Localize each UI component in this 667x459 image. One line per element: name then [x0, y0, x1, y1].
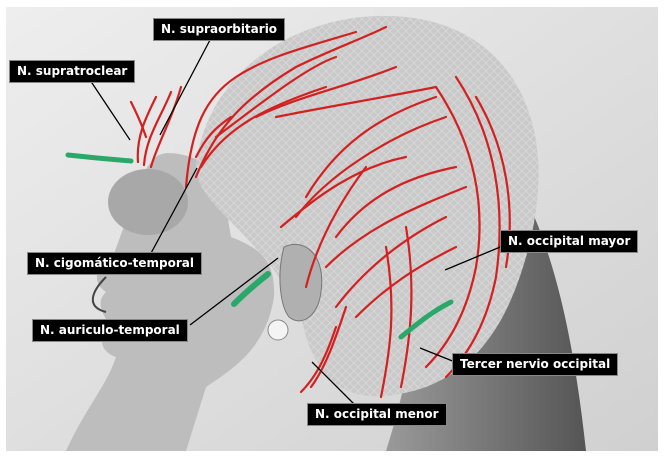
label-n-cigomatico-temporal: N. cigomático-temporal [27, 252, 202, 275]
eye-cover-disc [108, 169, 188, 235]
label-n-auriculo-temporal: N. auriculo-temporal [32, 319, 188, 342]
label-tercer-nervio-occipital: Tercer nervio occipital [452, 353, 618, 376]
earring [268, 320, 288, 340]
label-n-supraorbitario: N. supraorbitario [153, 18, 285, 41]
label-n-occipital-menor: N. occipital menor [307, 403, 447, 426]
label-n-supratroclear: N. supratroclear [9, 60, 135, 83]
label-n-occipital-mayor: N. occipital mayor [500, 230, 638, 253]
